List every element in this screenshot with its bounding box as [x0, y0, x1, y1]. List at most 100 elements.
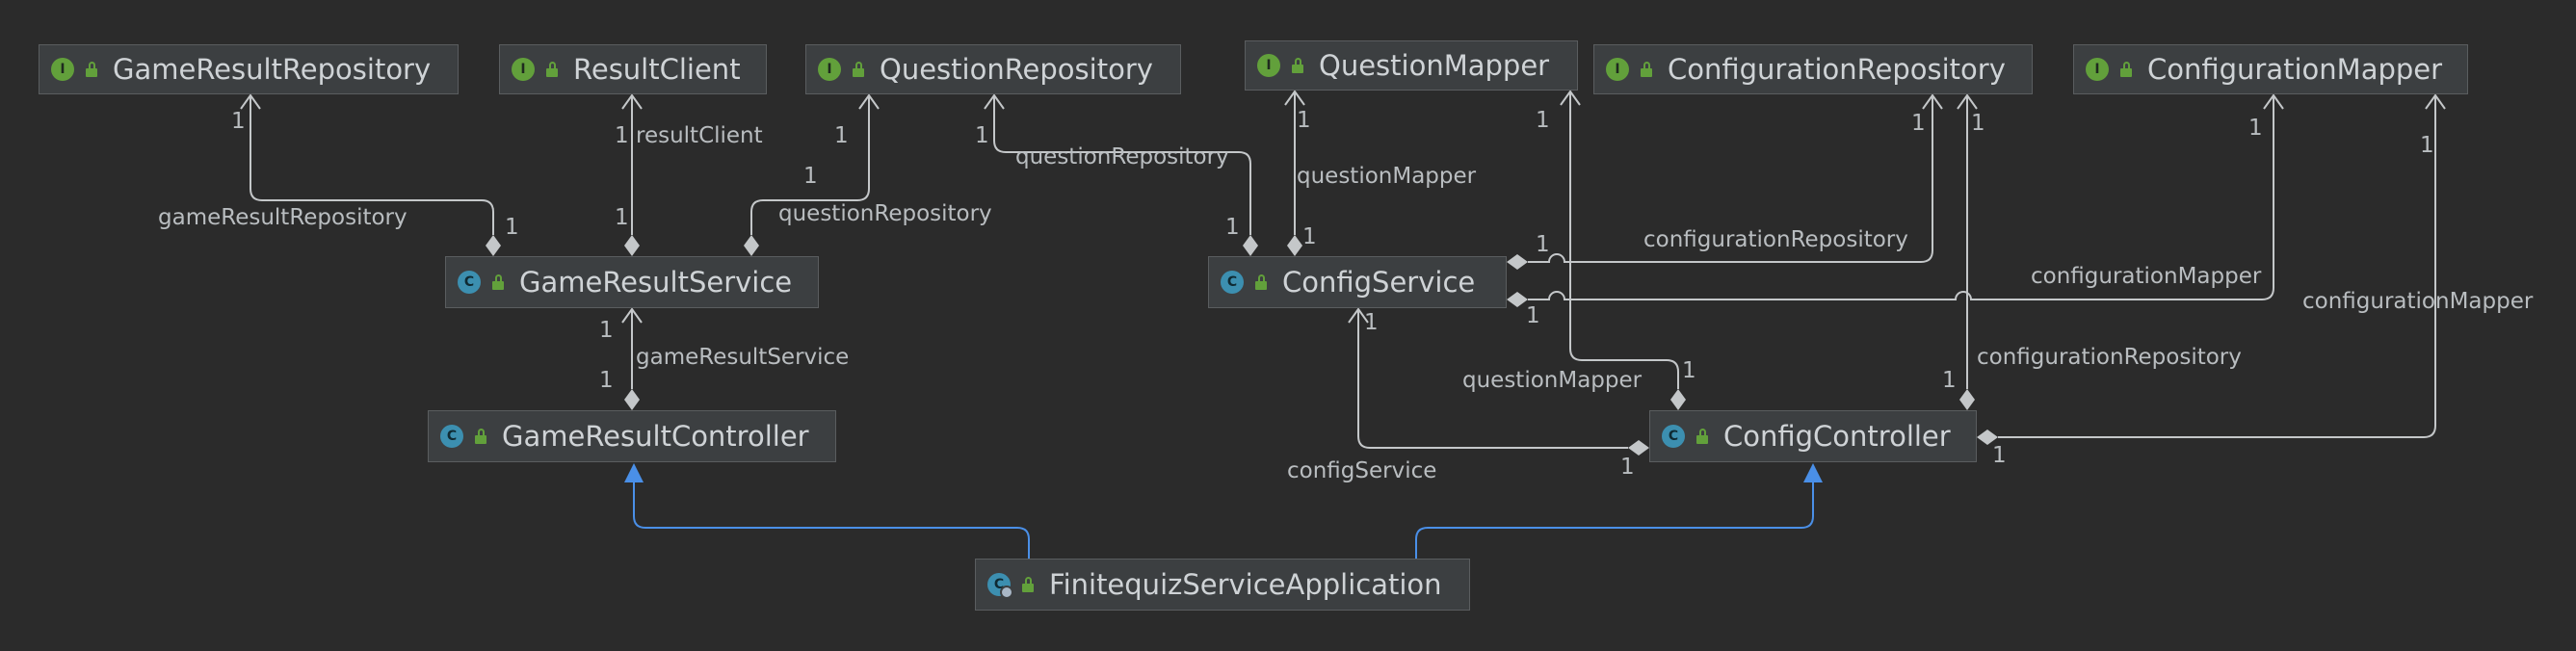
node-game-result-service[interactable]: C GameResultService — [445, 256, 819, 308]
multiplicity-label: 1 — [1526, 303, 1540, 328]
composition-diamond — [1959, 389, 1975, 410]
edge-label-result-client: resultClient — [636, 123, 763, 148]
multiplicity-label: 1 — [2420, 133, 2434, 158]
association-arrowhead — [621, 307, 643, 324]
public-icon — [1255, 273, 1267, 290]
public-icon — [492, 273, 504, 290]
interface-icon: I — [818, 58, 841, 81]
public-icon — [1022, 576, 1034, 592]
composition-diamond — [744, 235, 759, 256]
public-icon — [853, 61, 864, 77]
node-label: GameResultController — [502, 420, 809, 453]
composition-diamond — [1628, 440, 1649, 456]
node-label: ConfigService — [1282, 266, 1476, 299]
association-arrowhead — [1922, 93, 1943, 110]
interface-icon: I — [2086, 58, 2109, 81]
application-icon: C — [987, 573, 1013, 599]
multiplicity-label: 1 — [615, 205, 629, 230]
node-config-controller[interactable]: C ConfigController — [1649, 410, 1977, 462]
multiplicity-label: 1 — [231, 109, 246, 134]
composition-diamond — [1243, 235, 1258, 256]
edge-game-result-repository — [250, 95, 494, 235]
edge-label-configuration-repository-cs: configurationRepository — [1643, 227, 1908, 252]
association-arrowhead — [984, 93, 1005, 110]
multiplicity-label: 1 — [599, 318, 614, 343]
multiplicity-label: 1 — [834, 123, 849, 148]
node-label: QuestionRepository — [880, 53, 1153, 86]
node-label: ConfigController — [1723, 420, 1951, 453]
edge-configuration-mapper-cs — [1528, 95, 2274, 300]
inheritance-arrowhead — [1803, 463, 1823, 482]
node-game-result-repository[interactable]: I GameResultRepository — [39, 44, 459, 94]
association-arrowhead — [621, 93, 643, 110]
public-icon — [1292, 57, 1303, 73]
multiplicity-label: 1 — [615, 123, 629, 148]
edge-label-question-mapper-cs: questionMapper — [1297, 164, 1477, 189]
association-arrowhead — [858, 93, 880, 110]
node-label: ConfigurationMapper — [2147, 53, 2443, 86]
edge-label-game-result-service: gameResultService — [636, 345, 850, 370]
node-question-mapper[interactable]: I QuestionMapper — [1245, 40, 1578, 91]
association-arrowhead — [2425, 93, 2446, 110]
node-label: GameResultRepository — [113, 53, 432, 86]
node-finitequiz-service-application[interactable]: C FinitequizServiceApplication — [975, 559, 1470, 611]
public-icon — [546, 61, 558, 77]
edge-configuration-mapper-cc — [1998, 95, 2436, 438]
class-icon: C — [1662, 425, 1685, 448]
edge-config-service — [1357, 309, 1628, 449]
public-icon — [1641, 61, 1652, 77]
edge-question-mapper-cc — [1569, 91, 1679, 389]
node-result-client[interactable]: I ResultClient — [499, 44, 767, 94]
node-configuration-repository[interactable]: I ConfigurationRepository — [1593, 44, 2033, 94]
node-game-result-controller[interactable]: C GameResultController — [428, 410, 836, 462]
class-icon: C — [440, 425, 463, 448]
edge-label-question-repository-grs: questionRepository — [778, 201, 992, 226]
composition-diamond — [1507, 254, 1528, 270]
public-icon — [2120, 61, 2132, 77]
node-question-repository[interactable]: I QuestionRepository — [805, 44, 1181, 94]
interface-icon: I — [1606, 58, 1629, 81]
node-label: ConfigurationRepository — [1668, 53, 2006, 86]
edge-question-repository-grs — [750, 95, 870, 235]
edge-configuration-repository-cs — [1528, 95, 1933, 263]
multiplicity-label: 1 — [1297, 108, 1311, 133]
multiplicity-label: 1 — [1942, 368, 1957, 393]
multiplicity-label: 1 — [2248, 116, 2263, 141]
composition-diamond — [1287, 235, 1302, 256]
multiplicity-label: 1 — [1971, 111, 1985, 136]
class-icon: C — [1221, 271, 1244, 294]
multiplicity-label: 1 — [1364, 310, 1379, 335]
node-config-service[interactable]: C ConfigService — [1208, 256, 1507, 308]
node-label: ResultClient — [573, 53, 741, 86]
edge-label-configuration-mapper-cc: configurationMapper — [2302, 289, 2534, 314]
node-configuration-mapper[interactable]: I ConfigurationMapper — [2073, 44, 2468, 94]
multiplicity-label: 1 — [1620, 455, 1635, 480]
multiplicity-label: 1 — [803, 164, 818, 189]
edge-application-to-game-result-controller — [633, 482, 1030, 559]
multiplicity-label: 1 — [599, 368, 614, 393]
edge-label-config-service: configService — [1287, 458, 1437, 483]
association-arrowhead — [1560, 90, 1581, 106]
edge-label-question-repository-cs: questionRepository — [1015, 144, 1229, 169]
composition-diamond — [1507, 292, 1528, 307]
interface-icon: I — [512, 58, 535, 81]
public-icon — [86, 61, 97, 77]
edge-label-game-result-repository: gameResultRepository — [158, 205, 407, 230]
multiplicity-label: 1 — [1536, 232, 1550, 257]
public-icon — [475, 428, 486, 444]
inheritance-arrowhead — [624, 463, 644, 482]
interface-icon: I — [51, 58, 74, 81]
multiplicity-label: 1 — [1682, 358, 1696, 383]
association-arrowhead — [2263, 93, 2284, 110]
edge-label-configuration-repository-cc: configurationRepository — [1977, 345, 2242, 370]
multiplicity-label: 1 — [1302, 224, 1317, 249]
association-arrowhead — [1957, 93, 1978, 110]
edge-label-configuration-mapper-cs: configurationMapper — [2031, 264, 2262, 289]
multiplicity-label: 1 — [1536, 108, 1550, 133]
node-label: QuestionMapper — [1319, 49, 1550, 82]
association-arrowhead — [1348, 307, 1369, 324]
node-label: GameResultService — [519, 266, 793, 299]
composition-diamond — [1670, 389, 1686, 410]
composition-diamond — [624, 235, 640, 256]
